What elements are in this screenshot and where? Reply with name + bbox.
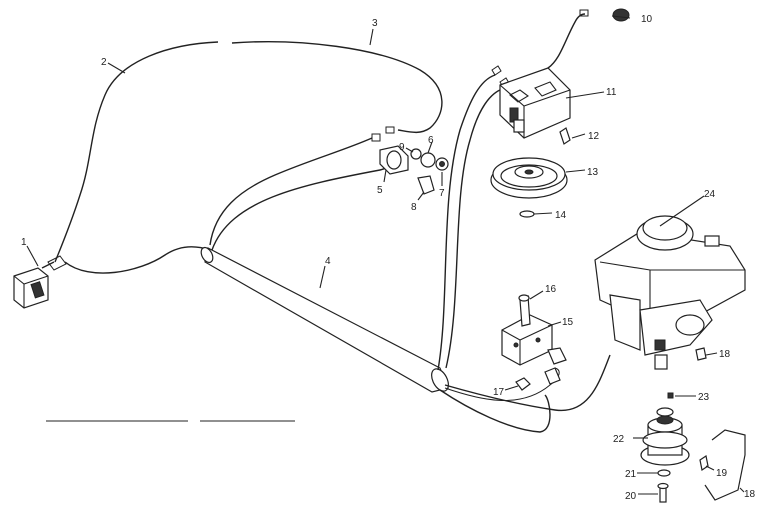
- callout-18: 18: [719, 349, 731, 360]
- callout-7: 7: [439, 188, 445, 199]
- terminal-clip: [544, 367, 561, 385]
- callout-17: 17: [493, 387, 505, 398]
- callout-10: 10: [641, 14, 653, 25]
- callout-16: 16: [545, 284, 557, 295]
- callout-1: 1: [21, 237, 27, 248]
- knob-10: [612, 8, 630, 22]
- callout-23: 23: [698, 392, 710, 403]
- bracket-rod-18: [704, 429, 746, 501]
- callout-22: 22: [613, 434, 625, 445]
- switch-wire: [41, 261, 55, 269]
- washer-21: [657, 469, 671, 477]
- pulley-13: [490, 157, 568, 199]
- wire-to-switch-5: [211, 154, 396, 251]
- callout-14: 14: [555, 210, 567, 221]
- engine-24: [594, 215, 746, 356]
- key-switch-5: [379, 145, 409, 175]
- nut-17: [515, 377, 531, 391]
- callout-2: 2: [101, 57, 107, 68]
- wire-harness-2: [54, 41, 219, 263]
- key-23: [667, 392, 674, 399]
- callout-8: 8: [411, 202, 417, 213]
- wire-plug-a: [491, 65, 502, 76]
- callout-21: 21: [625, 469, 637, 480]
- wire-to-terminal: [444, 367, 560, 401]
- key-8: [417, 175, 435, 195]
- wire-to-connector: [209, 137, 373, 246]
- callout-19: 19: [716, 468, 728, 479]
- bracket-15: [501, 314, 553, 366]
- harness-4-end-left: [200, 246, 214, 264]
- drive-pulley-22: [640, 407, 690, 466]
- wire-loop-lower: [439, 389, 551, 433]
- wire-to-solenoid-b: [445, 87, 506, 369]
- harness-4-end-right: [431, 368, 449, 392]
- washer-14: [519, 210, 535, 218]
- washer-6: [420, 152, 436, 168]
- bolt-20: [657, 482, 669, 503]
- screw-19: [699, 455, 709, 471]
- control-assembly-11: [499, 67, 571, 139]
- wire-to-solenoid-a: [437, 74, 496, 371]
- wire-harness-3: [231, 41, 443, 134]
- screw-12: [559, 127, 571, 145]
- screw-18: [695, 347, 707, 361]
- nut-7-hole: [439, 161, 445, 167]
- nut-9: [410, 148, 422, 160]
- terminal-clip-2: [547, 347, 567, 365]
- callout-5: 5: [377, 185, 383, 196]
- wire-to-engine: [444, 354, 611, 412]
- callout-11: 11: [606, 87, 617, 98]
- callout-4: 4: [325, 256, 331, 267]
- callout-24: 24: [704, 189, 716, 200]
- callout-6: 6: [428, 135, 434, 146]
- bolt-16: [518, 294, 531, 327]
- leader-lines: [26, 15, 745, 495]
- switch-plug: [47, 255, 67, 271]
- callout-13: 13: [587, 167, 599, 178]
- callout-15: 15: [562, 317, 574, 328]
- ignition-switch: [13, 267, 49, 309]
- callout-12: 12: [588, 131, 600, 142]
- wire-2-lower: [64, 246, 211, 274]
- control-cable-end: [579, 9, 589, 17]
- wire-harness-4: [204, 247, 449, 393]
- callout-18-rod: 18: [744, 489, 756, 500]
- engine-shaft-coupler: [654, 354, 668, 370]
- control-cable: [547, 13, 586, 69]
- wire-3-plug: [385, 126, 395, 134]
- callout-20: 20: [625, 491, 637, 502]
- callout-9: 9: [399, 142, 405, 153]
- callout-3: 3: [372, 18, 378, 29]
- connector-plug: [371, 133, 381, 142]
